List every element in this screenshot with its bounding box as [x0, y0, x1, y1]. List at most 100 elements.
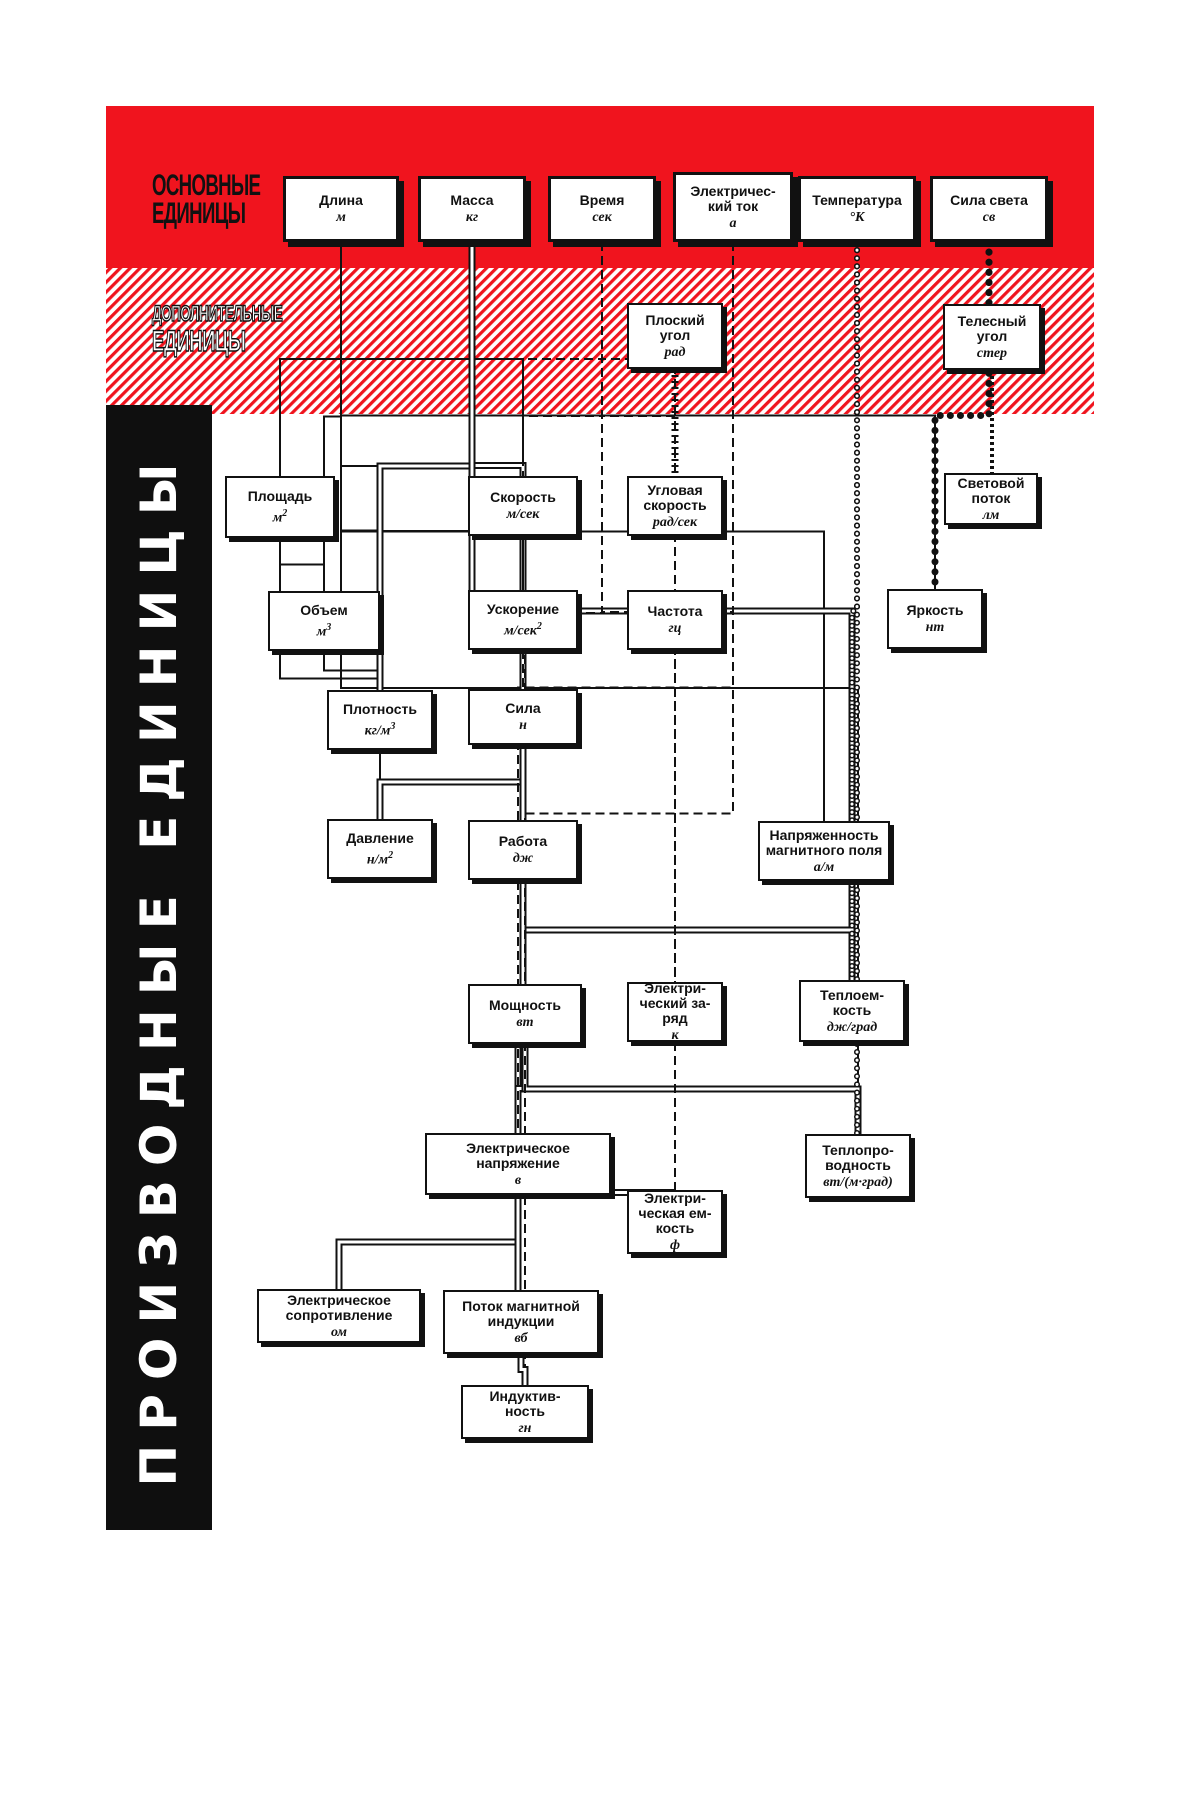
unit-node-work: Работа дж [468, 820, 578, 880]
edge-area-volume [280, 538, 324, 591]
edge-length-area [280, 242, 341, 476]
unit-node-inductance: Индуктив- ностьгн [461, 1385, 589, 1439]
unit-name: Теплопро- водность [822, 1143, 894, 1173]
unit-name: Длина [319, 193, 363, 208]
unit-node-solid-angle: Телесный угол стер [943, 304, 1041, 370]
unit-node-mass: Масса кг [418, 176, 526, 242]
edge-luminous_intensity-luminance [935, 242, 989, 589]
supplementary-units-title-line-2: ЕДИНИЦЫ [152, 325, 245, 358]
unit-node-heat-capacity: Теплоем- кость дж/град [799, 980, 905, 1042]
unit-symbol: м2 [273, 506, 288, 526]
unit-symbol: вб [514, 1331, 527, 1346]
unit-node-acceleration: Ускорение м/сек2 [468, 590, 578, 650]
unit-name: Плоский угол [645, 313, 704, 343]
unit-node-voltage: Электрическое напряжениев [425, 1133, 611, 1195]
unit-symbol: сек [592, 210, 611, 225]
edge-length-volume [324, 242, 341, 591]
unit-symbol: нт [926, 620, 945, 635]
edge-volume-density [324, 651, 380, 690]
edge-force-pressure [380, 745, 523, 819]
unit-symbol: кг [466, 210, 478, 225]
edge-voltage-resistance [339, 1195, 518, 1289]
edge-magnetic_flux-inductance [521, 1354, 525, 1385]
unit-symbol: к [671, 1028, 678, 1043]
unit-symbol: а/м [814, 860, 834, 875]
unit-symbol: дж/град [827, 1020, 877, 1035]
unit-name: Световой поток [958, 476, 1025, 506]
unit-node-power: Мощность вт [468, 984, 582, 1044]
unit-node-density: Плотность кг/м3 [327, 690, 433, 750]
edge-work-heat_capacity [523, 880, 852, 980]
unit-name: Скорость [490, 490, 556, 505]
unit-name: Давление [346, 831, 414, 846]
unit-node-time: Время сек [548, 176, 656, 242]
unit-node-velocity: Скоростьм/сек [468, 476, 578, 536]
unit-symbol: рад [665, 345, 686, 360]
unit-name: Угловая скорость [643, 483, 706, 513]
unit-name: Электричес- кий ток [690, 184, 775, 214]
unit-name: Мощность [489, 998, 561, 1013]
supplementary-units-title: ДОПОЛНИТЕЛЬНЫЕ ЕДИНИЦЫ [152, 298, 282, 356]
unit-symbol: м3 [317, 620, 332, 640]
unit-symbol: кг/м3 [365, 719, 396, 739]
unit-symbol: вт [516, 1015, 533, 1030]
unit-node-pressure: Давление н/м2 [327, 819, 433, 879]
supplementary-units-title-line-1: ДОПОЛНИТЕЛЬНЫЕ [152, 301, 282, 326]
unit-name: Частота [648, 604, 703, 619]
unit-name: Электри- ческая ем- кость [639, 1191, 712, 1236]
unit-name: Сила [505, 701, 540, 716]
unit-symbol: м/сек2 [504, 619, 542, 639]
unit-symbol: лм [983, 508, 1000, 523]
unit-name: Индуктив- ность [489, 1389, 560, 1419]
unit-node-force: Сила н [468, 689, 578, 745]
unit-node-luminous-intensity: Сила света св [930, 176, 1048, 242]
unit-node-area: Площадьм2 [225, 476, 335, 538]
unit-name: Яркость [906, 603, 963, 618]
unit-symbol: в [515, 1173, 521, 1188]
unit-name: Объем [300, 603, 348, 618]
unit-name: Работа [499, 834, 547, 849]
unit-name: Электрическое сопротивление [286, 1293, 393, 1323]
unit-node-luminous-flux: Световой поток лм [944, 473, 1038, 525]
unit-symbol: рад/сек [653, 515, 697, 530]
edge-time-velocity [523, 242, 602, 476]
derived-units-title: ПРОИЗВОДНЫЕ ЕДИНИЦЫ [129, 418, 189, 1518]
base-units-title-line-2: ЕДИНИЦЫ [152, 197, 245, 230]
unit-name: Масса [450, 193, 493, 208]
unit-name: Поток магнитной индукции [462, 1299, 580, 1329]
unit-name: Время [580, 193, 625, 208]
edge-power-thermal_conductivity [525, 1044, 858, 1134]
unit-symbol: св [983, 210, 995, 225]
edge-area-pressure [280, 538, 380, 819]
edge-time-acceleration [523, 242, 602, 590]
unit-node-resistance: Электрическое сопротивление ом [257, 1289, 421, 1343]
unit-node-charge: Электри- ческий за- рядк [627, 982, 723, 1042]
unit-name: Теплоем- кость [820, 988, 884, 1018]
base-units-title: ОСНОВНЫЕ ЕДИНИЦЫ [152, 172, 260, 228]
unit-symbol: вт/(м·град) [823, 1175, 893, 1190]
unit-name: Ускорение [487, 602, 559, 617]
unit-symbol: н/м2 [367, 848, 393, 868]
unit-name: Телесный угол [958, 314, 1027, 344]
unit-symbol: дж [513, 851, 533, 866]
edge-length-velocity [341, 242, 523, 476]
unit-node-thermal-conductivity: Теплопро- водность вт/(м·град) [805, 1134, 911, 1198]
unit-name: Плотность [343, 702, 417, 717]
unit-symbol: гц [669, 621, 682, 636]
unit-node-frequency: Частота гц [627, 590, 723, 650]
unit-symbol: ом [331, 1325, 347, 1340]
unit-node-magnetic-flux: Поток магнитной индукции вб [443, 1290, 599, 1354]
unit-symbol: °К [849, 210, 864, 225]
unit-symbol: стер [977, 346, 1007, 361]
unit-node-length: Длинам [283, 176, 399, 242]
unit-node-volume: Объем м3 [268, 591, 380, 651]
unit-symbol: н [519, 718, 527, 733]
unit-node-luminance: Яркость нт [887, 589, 983, 649]
unit-node-magnetic-field: Напряженность магнитного поляа/м [758, 821, 890, 881]
unit-symbol: ф [670, 1238, 680, 1253]
unit-name: Сила света [950, 193, 1028, 208]
unit-node-angular-velocity: Угловая скорость рад/сек [627, 476, 723, 536]
unit-symbol: а [730, 216, 737, 231]
unit-node-current: Электричес- кий ток а [673, 172, 793, 242]
